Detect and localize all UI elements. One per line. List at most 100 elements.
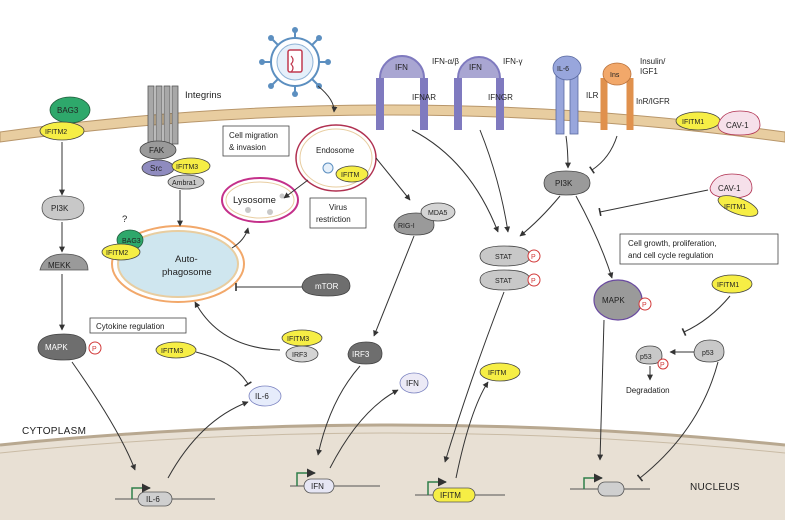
gene-ifitm: IFITM <box>415 477 505 503</box>
mtor: mTOR <box>301 273 351 297</box>
endosome-ifitm-label: IFITM <box>341 172 359 179</box>
rig-i-mda5: RIG-I MDA5 <box>393 202 456 236</box>
gene-ifn: IFN <box>290 468 380 494</box>
ifitm3-irf3-complex: IFITM3 IRF3 <box>281 329 323 363</box>
svg-text:RIG-I: RIG-I <box>398 223 415 230</box>
ifitm2-left-label: IFITM2 <box>45 129 67 136</box>
gene-il6: IL-6 <box>115 483 215 507</box>
pi3k-right: PI3K <box>543 170 591 196</box>
svg-text:MAPK: MAPK <box>45 343 68 352</box>
inr-igfr-receptor: Ins Insulin/ IGF1 InR/IGFR <box>600 57 670 130</box>
svg-text:IFITM: IFITM <box>488 370 506 377</box>
svg-text:IFN: IFN <box>406 379 419 388</box>
autophagosome: Auto- phagosome <box>111 225 245 303</box>
svg-text:IL-6: IL-6 <box>146 495 160 504</box>
svg-text:IRF3: IRF3 <box>352 350 370 359</box>
svg-text:p53: p53 <box>702 350 714 357</box>
svg-text:P: P <box>531 254 536 261</box>
virus-entry-arrow <box>317 85 338 113</box>
stat-dimer: STAT P STAT P <box>479 245 541 291</box>
ifitm-output: IFITM <box>479 362 521 382</box>
fak-complex: FAK Src IFITM3 Ambra1 <box>139 140 211 190</box>
cell-membrane <box>0 104 785 143</box>
ifnar-receptor: IFN IFN-α/β IFNAR <box>376 55 459 130</box>
svg-text:P: P <box>92 346 97 353</box>
fak-ifitm3-label: IFITM3 <box>176 164 198 171</box>
svg-text:InR/IGFR: InR/IGFR <box>636 97 670 106</box>
cell-growth-box: Cell growth, proliferation, and cell cyc… <box>619 233 779 265</box>
svg-text:PI3K: PI3K <box>51 204 69 213</box>
ifitm1-p53: IFITM1 <box>711 274 753 294</box>
degradation-label: Degradation <box>626 386 670 395</box>
gene-unnamed <box>570 473 650 497</box>
svg-text:MEKK: MEKK <box>48 261 71 270</box>
svg-text:Endosome: Endosome <box>316 146 355 155</box>
question-mark: ? <box>122 214 127 225</box>
svg-text:IFITM2: IFITM2 <box>106 250 128 257</box>
svg-text:IFN: IFN <box>469 63 482 72</box>
svg-text:P: P <box>642 302 647 309</box>
svg-text:p53: p53 <box>640 354 652 361</box>
endosome: Endosome IFITM <box>295 124 377 192</box>
svg-text:IFNGR: IFNGR <box>488 93 513 102</box>
autophagosome-bag3-ifitm2: BAG3 IFITM2 <box>101 229 144 261</box>
bag3-ifitm2-complex: BAG3 IFITM2 <box>39 96 91 141</box>
ifngr-receptor: IFN IFN-γ IFNGR <box>454 56 523 130</box>
mapk-right: MAPK P <box>593 279 652 321</box>
svg-text:IFITM1: IFITM1 <box>717 282 739 289</box>
pi3k-left: PI3K <box>41 195 85 221</box>
svg-text:IRF3: IRF3 <box>292 352 307 359</box>
p53-right: p53 <box>693 339 725 363</box>
ilr-receptor: IL-6 ILR <box>552 55 599 135</box>
bag3-label: BAG3 <box>57 106 79 115</box>
svg-text:STAT: STAT <box>495 278 513 285</box>
ifitm1-cav1-membrane: IFITM1 CAV-1 <box>675 110 761 136</box>
irf3: IRF3 <box>347 341 383 365</box>
cytokine-regulation-box: Cytokine regulation <box>89 317 187 334</box>
ambra1-label: Ambra1 <box>172 180 197 187</box>
nucleus <box>0 423 785 520</box>
svg-text:restriction: restriction <box>316 215 351 224</box>
p53-left: p53 P <box>635 345 669 370</box>
svg-text:Lysosome: Lysosome <box>233 195 276 206</box>
integrins-label: Integrins <box>185 90 222 101</box>
svg-text:P: P <box>660 362 665 369</box>
svg-text:IL-6: IL-6 <box>557 66 569 73</box>
mapk-left: MAPK P <box>37 333 102 361</box>
svg-text:P: P <box>531 278 536 285</box>
svg-text:MAPK: MAPK <box>602 296 625 305</box>
svg-text:& invasion: & invasion <box>229 143 266 152</box>
svg-text:IL-6: IL-6 <box>255 392 269 401</box>
virus-restriction-box: Virus restriction <box>309 197 367 229</box>
svg-text:ILR: ILR <box>586 91 599 100</box>
svg-text:Cell migration: Cell migration <box>229 131 278 140</box>
svg-text:IFN: IFN <box>395 63 408 72</box>
svg-text:IGF1: IGF1 <box>640 67 658 76</box>
svg-text:BAG3: BAG3 <box>122 238 141 245</box>
svg-text:Cytokine regulation: Cytokine regulation <box>96 322 164 331</box>
src-label: Src <box>150 164 162 173</box>
svg-text:mTOR: mTOR <box>315 282 339 291</box>
ifn-output: IFN <box>399 372 429 394</box>
svg-text:IFITM1: IFITM1 <box>682 119 704 126</box>
svg-text:Insulin/: Insulin/ <box>640 57 666 66</box>
lysosome: Lysosome <box>221 177 299 223</box>
svg-text:IFITM1: IFITM1 <box>724 204 746 211</box>
mekk-left: MEKK <box>39 253 89 271</box>
svg-text:Cell growth, proliferation,: Cell growth, proliferation, <box>628 239 716 248</box>
svg-text:phagosome: phagosome <box>162 267 212 278</box>
nucleus-label: NUCLEUS <box>690 482 740 493</box>
svg-text:STAT: STAT <box>495 254 513 261</box>
svg-text:IFNAR: IFNAR <box>412 93 436 102</box>
svg-text:IFN-γ: IFN-γ <box>503 57 523 66</box>
svg-text:IFITM: IFITM <box>440 491 461 500</box>
svg-text:Virus: Virus <box>329 203 347 212</box>
svg-text:CAV-1: CAV-1 <box>718 184 741 193</box>
svg-text:IFN-α/β: IFN-α/β <box>432 57 459 66</box>
svg-text:MDA5: MDA5 <box>428 210 448 217</box>
cytoplasm-label: CYTOPLASM <box>22 426 86 437</box>
svg-text:Ins: Ins <box>610 72 620 79</box>
svg-text:and cell cycle regulation: and cell cycle regulation <box>628 251 713 260</box>
svg-text:IFITM3: IFITM3 <box>287 336 309 343</box>
